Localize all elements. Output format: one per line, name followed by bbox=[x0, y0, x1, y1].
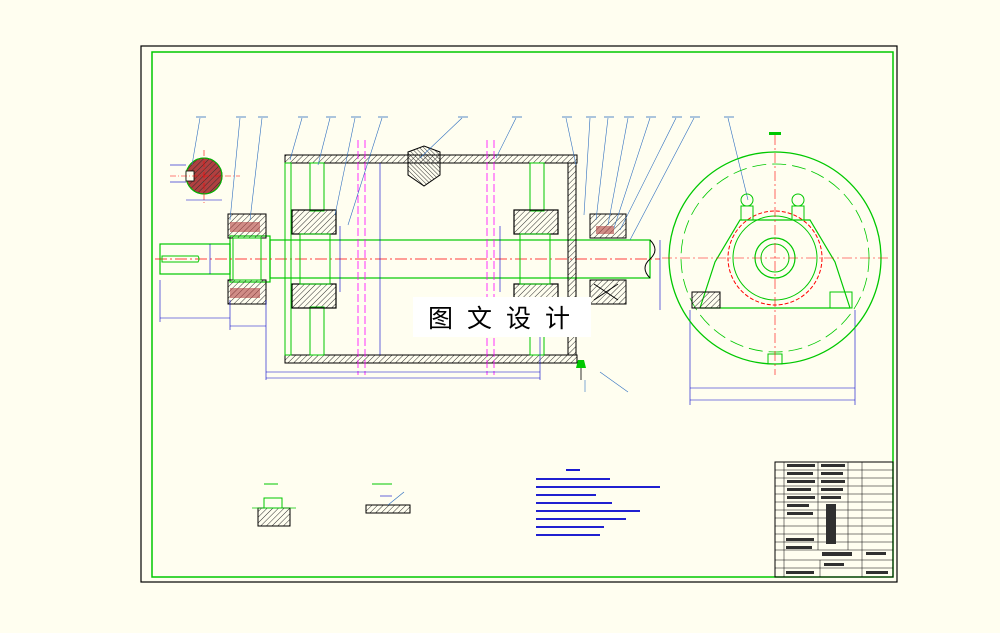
drum-section-view bbox=[155, 140, 660, 380]
shaft-cross-section bbox=[170, 150, 240, 204]
drum-end-view bbox=[662, 132, 890, 375]
dimension-lines bbox=[159, 240, 856, 405]
title-block bbox=[774, 461, 894, 578]
part-leader-lines bbox=[191, 117, 749, 393]
watermark-label: 图文设计 bbox=[413, 297, 591, 337]
outer-border bbox=[140, 45, 898, 583]
inner-frame bbox=[151, 51, 894, 578]
detail-view-a bbox=[252, 483, 296, 527]
detail-view-b bbox=[365, 483, 411, 514]
technical-requirements-notes bbox=[536, 469, 660, 536]
